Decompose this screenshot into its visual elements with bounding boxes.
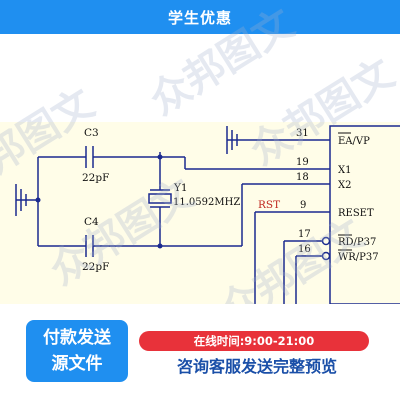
pin-number-16: 16 [298, 244, 311, 255]
pin-number-31: 31 [296, 128, 309, 139]
pin-name-x1: X1 [338, 165, 351, 176]
reset-routing [254, 211, 330, 304]
net-label-rst: RST [258, 199, 280, 211]
online-hours-badge: 在线时间:9:00-21:00 [139, 331, 369, 351]
y1-value: 11.0592MHZ [173, 197, 240, 208]
banner-title: 学生优惠 [167, 8, 232, 27]
pin-number-19: 19 [296, 157, 309, 168]
y1-designator: Y1 [173, 182, 188, 194]
capacitor-c4 [38, 235, 160, 257]
pin-number-17: 17 [298, 229, 311, 240]
capacitor-c3 [38, 146, 185, 168]
junction-left [35, 197, 41, 203]
pin-name-reset: RESET [338, 208, 374, 219]
pin-number-18: 18 [296, 172, 309, 183]
pin-name-x2: X2 [338, 180, 351, 191]
schematic-area: C3 22pF C4 22pF Y1 11.0592MHZ [0, 34, 400, 304]
c4-designator: C4 [84, 216, 99, 228]
rd-wr-routing [283, 236, 331, 304]
schematic-diagram: C3 22pF C4 22pF Y1 11.0592MHZ [0, 122, 400, 304]
c4-value: 22pF [82, 261, 109, 273]
footer-area: 付款发送 源文件 在线时间:9:00-21:00 咨询客服发送完整预览 [0, 304, 400, 400]
c3-value: 22pF [82, 172, 109, 184]
pin-number-9: 9 [300, 200, 306, 211]
pin-name-rd: RD/P37 [338, 237, 376, 248]
chip-body [329, 125, 400, 304]
crystal-y1 [148, 152, 172, 246]
pin-name-wr: WR/P37 [338, 252, 379, 263]
pay-line-2: 源文件 [51, 354, 103, 374]
junction-c3-crystal [157, 154, 163, 160]
pay-line-1: 付款发送 [43, 328, 111, 348]
ea-ground [226, 126, 330, 154]
crystal-routing [160, 157, 330, 247]
c3-designator: C3 [84, 127, 99, 139]
pay-send-source-button[interactable]: 付款发送 源文件 [26, 320, 128, 382]
top-banner: 学生优惠 [0, 0, 400, 34]
consult-service-text: 咨询客服发送完整预览 [176, 357, 337, 376]
pin-name-ea-vp: EA/VP [338, 136, 370, 147]
